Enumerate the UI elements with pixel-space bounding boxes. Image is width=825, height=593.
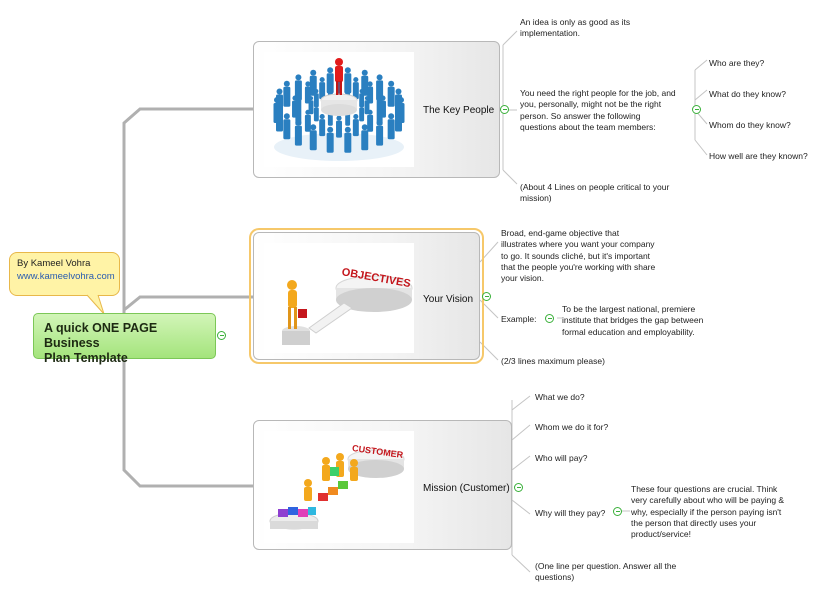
topic-your-vision[interactable]: OBJECTIVES Your Vision [249,228,484,364]
crowd-person [283,80,291,107]
crowd-person [304,81,311,104]
central-topic[interactable]: A quick ONE PAGE Business Plan Template [33,313,216,365]
question-what-do-they-know[interactable]: What do they know? [709,89,787,99]
mission-image: CUSTOMER [264,431,414,543]
topic-key-people[interactable]: The Key People [253,41,500,178]
crowd-person [283,113,291,140]
collapse-toggle-icon[interactable] [217,331,226,340]
crowd-person [376,87,383,110]
crowd-person [364,96,370,115]
collapse-toggle-icon[interactable] [692,105,701,114]
crowd-person [309,124,317,151]
crowd-person [326,67,334,94]
crowd-person [352,77,359,100]
crowd-person [361,124,369,151]
note-right-people[interactable]: You need the right people for the job, a… [520,88,676,132]
author-website-link[interactable]: www.kameelvohra.com [17,271,115,282]
main-branch-key-people [122,107,253,313]
crowd-people-icon [273,58,405,161]
central-topic-line1: A quick ONE PAGE Business [44,321,158,350]
topic-label-key-people: The Key People [423,105,495,116]
customer-puzzle-icon: CUSTOMER [269,443,405,530]
crowd-person [387,113,395,140]
crowd-person [313,89,319,108]
vision-image: OBJECTIVES [264,243,414,353]
note-2-3-lines[interactable]: (2/3 lines maximum please) [501,356,605,366]
crowd-person [336,115,342,138]
note-example-vision[interactable]: To be the largest national, premiere ins… [562,304,704,337]
topic-label-your-vision: Your Vision [423,294,474,305]
crowd-person [352,114,359,137]
collapse-toggle-icon[interactable] [514,483,523,492]
crowd-person [319,77,326,100]
note-four-questions-crucial[interactable]: These four questions are crucial. Think … [631,484,785,540]
collapse-toggle-icon[interactable] [482,292,491,301]
central-topic-line2: Plan Template [44,351,128,365]
question-what-we-do[interactable]: What we do? [535,392,585,402]
note-idea-implementation[interactable]: An idea is only as good as its implement… [520,17,631,39]
crowd-person [308,96,314,115]
note-broad-objective[interactable]: Broad, end-game objective that illustrat… [501,228,656,284]
author-callout: By Kameel Vohra www.kameelvohra.com [9,252,120,296]
question-how-well-known[interactable]: How well are they known? [709,151,808,161]
crowd-person [295,87,302,110]
question-whom-do-they-know[interactable]: Whom do they know? [709,120,791,130]
note-one-line-per-question[interactable]: (One line per question. Answer all the q… [535,561,677,583]
collapse-toggle-icon[interactable] [500,105,509,114]
crowd-person [326,126,334,153]
note-about-4-lines[interactable]: (About 4 Lines on people critical to you… [520,182,670,204]
crowd-person [319,114,326,137]
crowd-person [387,80,395,107]
question-whom-we-do-it-for[interactable]: Whom we do it for? [535,422,609,432]
question-who-will-pay[interactable]: Who will pay? [535,453,588,463]
author-name: By Kameel Vohra [17,258,91,269]
crowd-person [367,81,374,104]
question-who-are-they[interactable]: Who are they? [709,58,765,68]
main-branch-vision [122,295,253,313]
crowd-person [344,126,352,153]
topic-mission-customer[interactable]: CUSTOMER Mission (Customer) [253,420,512,550]
example-label[interactable]: Example: [501,314,537,324]
crowd-person [394,88,402,115]
crowd-person [276,88,284,115]
topic-label-mission: Mission (Customer) [423,483,510,494]
main-branch-mission [122,359,253,488]
collapse-toggle-icon[interactable] [545,314,554,323]
crowd-person [344,67,352,94]
question-why-will-they-pay[interactable]: Why will they pay? [535,508,606,518]
collapse-toggle-icon[interactable] [613,507,622,516]
objectives-icon: OBJECTIVES [282,266,413,345]
key-people-image [264,52,414,167]
crowd-person [359,89,365,108]
